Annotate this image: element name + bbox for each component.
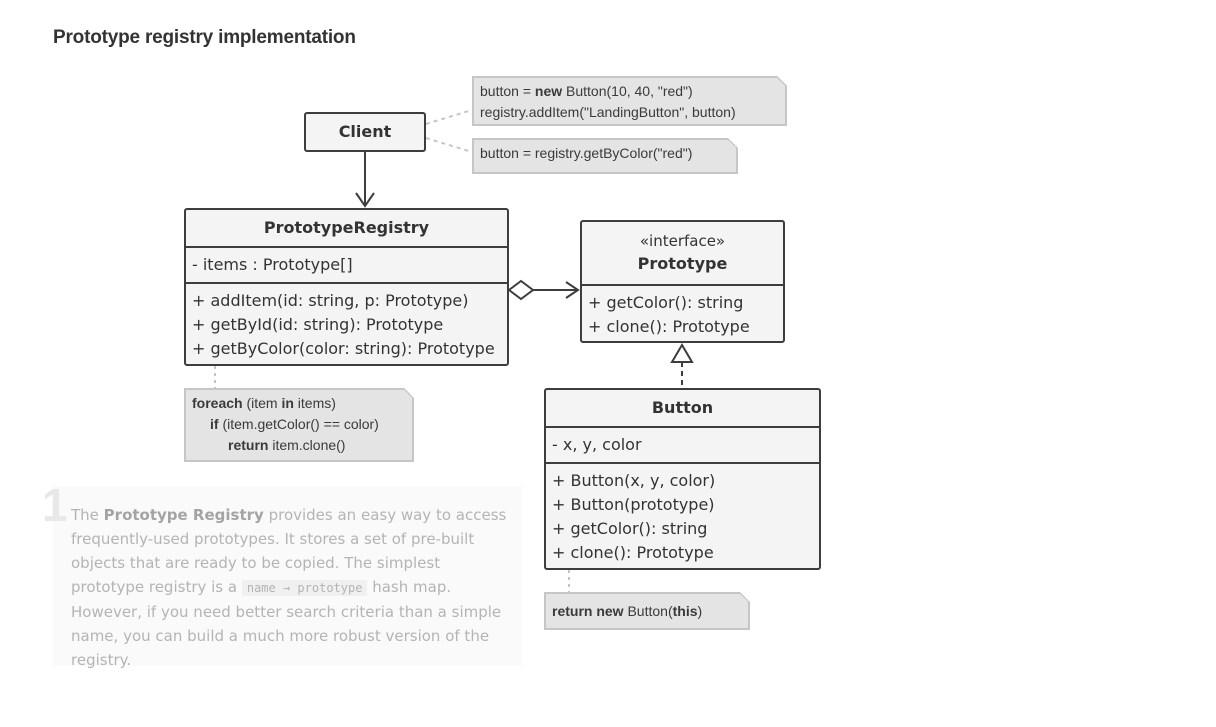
code-keyword: return [228, 437, 269, 453]
code-keyword: foreach [192, 395, 243, 411]
button-clone-note: return new Button(this) [544, 592, 750, 630]
note-line: foreach (item in items) [192, 393, 406, 414]
client-add-note: button = new Button(10, 40, "red") regis… [472, 76, 787, 126]
client-class: Client [304, 112, 426, 152]
note-link-get [425, 137, 473, 153]
callout-text-part: provides an easy way to access frequentl… [71, 506, 507, 596]
button-method: + clone(): Prototype [552, 543, 714, 562]
note-line: button = registry.getByColor("red") [480, 145, 693, 161]
registry-method: + addItem(id: string, p: Prototype) [192, 291, 469, 310]
prototype-methods: + getColor(): string + clone(): Prototyp… [582, 284, 783, 339]
note-line: button = new Button(10, 40, "red") [480, 81, 779, 102]
code-text: item.clone() [268, 437, 346, 453]
registry-field: - items : Prototype[] [192, 255, 353, 274]
note-line: return new Button(this) [552, 597, 742, 625]
realization-triangle [670, 343, 694, 363]
prototype-method: + clone(): Prototype [588, 317, 750, 336]
registry-method: + getById(id: string): Prototype [192, 315, 444, 334]
code-text: items) [293, 395, 336, 411]
code-keyword: return new [552, 603, 624, 619]
button-methods: + Button(x, y, color) + Button(prototype… [546, 462, 819, 565]
note-link-add [425, 109, 473, 125]
client-get-note: button = registry.getByColor("red") [472, 138, 738, 174]
code-text: Button(10, 40, "red") [562, 83, 693, 99]
code-text: ) [697, 603, 703, 619]
code-text: button = [480, 83, 535, 99]
code-text: (item.getColor() == color) [218, 416, 379, 432]
button-class: Button - x, y, color + Button(x, y, colo… [544, 388, 821, 570]
code-keyword: in [281, 395, 294, 411]
callout-box [53, 486, 522, 666]
callout-number: 1 [42, 479, 68, 531]
callout-text-part: hash map. However, if you need better se… [71, 578, 502, 669]
prototype-method: + getColor(): string [588, 293, 744, 312]
button-field: - x, y, color [552, 435, 642, 454]
page-title: Prototype registry implementation [53, 27, 356, 48]
client-class-name: Client [338, 122, 392, 141]
registry-methods: + addItem(id: string, p: Prototype) + ge… [186, 282, 507, 361]
aggregation-diamond [507, 279, 535, 301]
client-to-registry-arrowhead [355, 192, 375, 208]
callout-text: The Prototype Registry provides an easy … [71, 503, 511, 672]
callout-text-part: The [71, 506, 104, 524]
prototype-interface-header: «interface» Prototype [582, 222, 783, 284]
button-method: + Button(x, y, color) [552, 471, 716, 490]
note-line: registry.addItem("LandingButton", button… [480, 104, 736, 120]
button-fields: - x, y, color [546, 426, 819, 462]
prototype-interface-name: Prototype [637, 254, 728, 273]
interface-stereotype: «interface» [639, 232, 726, 250]
code-keyword: new [534, 83, 563, 99]
note-line: return item.clone() [192, 435, 406, 456]
inline-code: name → prototype [241, 580, 368, 596]
button-method: + getColor(): string [552, 519, 708, 538]
registry-impl-note: foreach (item in items) if (item.getColo… [184, 388, 414, 462]
prototype-interface: «interface» Prototype + getColor(): stri… [580, 220, 785, 343]
registry-class-name: PrototypeRegistry [263, 218, 430, 237]
callout-emphasis: Prototype Registry [103, 506, 264, 524]
code-keyword: if [210, 416, 219, 432]
button-class-name: Button [651, 398, 714, 417]
button-method: + Button(prototype) [552, 495, 715, 514]
code-keyword: this [672, 603, 698, 619]
prototype-registry-class: PrototypeRegistry - items : Prototype[] … [184, 208, 509, 366]
code-text: (item [242, 395, 282, 411]
aggregation-arrowhead [565, 281, 580, 299]
note-line: if (item.getColor() == color) [192, 414, 406, 435]
registry-method: + getByColor(color: string): Prototype [192, 339, 495, 358]
registry-fields: - items : Prototype[] [186, 246, 507, 282]
code-text: Button( [623, 603, 673, 619]
